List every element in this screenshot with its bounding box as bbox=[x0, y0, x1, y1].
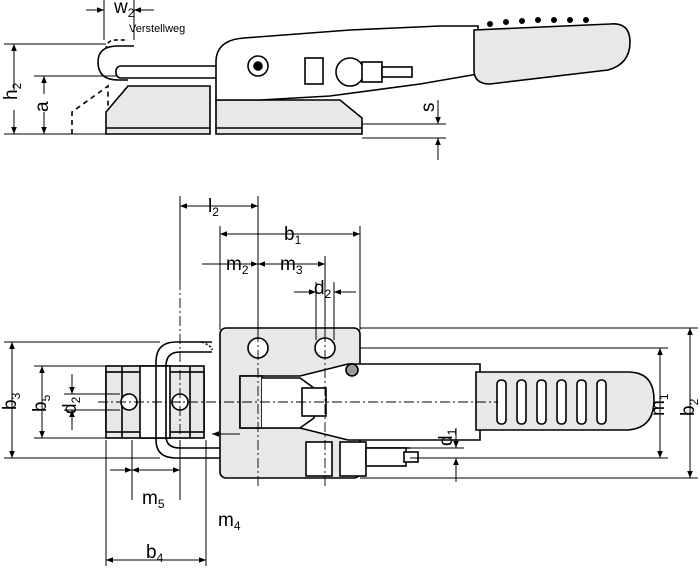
verstellweg-note: Verstellweg bbox=[129, 23, 185, 35]
center-lines bbox=[98, 280, 498, 486]
dim-b2-label: b2 bbox=[678, 398, 700, 416]
dim-a-label: a bbox=[32, 101, 53, 112]
dim-m5-label: m5 bbox=[142, 488, 165, 511]
dim-d1-label: d1 bbox=[436, 428, 459, 446]
dim-s-label: s bbox=[418, 103, 439, 113]
dim-b4-label: b4 bbox=[146, 542, 164, 565]
dim-d2-top-label: d2 bbox=[314, 278, 332, 301]
u-hook-plan bbox=[155, 341, 410, 459]
plan-view-dimensions bbox=[4, 196, 698, 566]
side-view bbox=[71, 16, 631, 135]
latch-plate bbox=[105, 85, 211, 135]
plan-view bbox=[105, 327, 655, 479]
dim-w2-label: w2 bbox=[113, 0, 135, 20]
dim-b5-label: b5 bbox=[30, 394, 53, 412]
side-view-dimensions bbox=[4, 0, 446, 160]
dim-m3-label: m3 bbox=[280, 254, 303, 277]
dim-d2-left-label: d2 bbox=[60, 396, 83, 414]
latch-base-dashed-outline bbox=[71, 84, 109, 134]
dim-m2-label: m2 bbox=[226, 254, 249, 277]
dim-m4-label: m4 bbox=[218, 510, 241, 533]
dim-h2-label: h2 bbox=[1, 82, 24, 100]
clamp-base bbox=[215, 99, 363, 135]
dim-b1-label: b1 bbox=[284, 224, 302, 247]
dim-l2-label: l2 bbox=[208, 196, 219, 219]
dim-m1-label: m1 bbox=[648, 393, 671, 416]
handle-grip-side bbox=[473, 23, 631, 85]
dim-b3-label: b3 bbox=[0, 392, 23, 410]
